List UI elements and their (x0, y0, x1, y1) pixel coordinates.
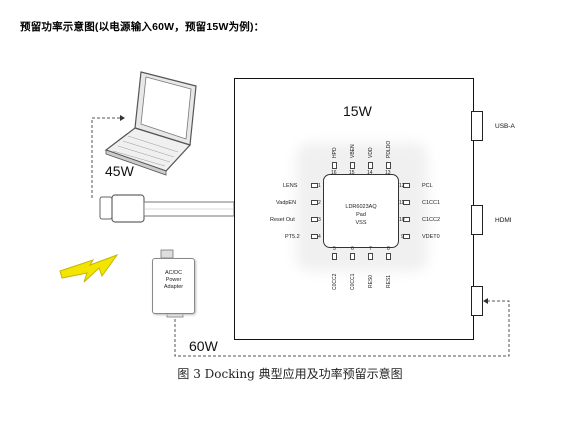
pin-label: VDET0 (422, 234, 440, 240)
pin-label: C1CC2 (422, 217, 441, 223)
chip-pin (368, 162, 373, 169)
pin-number: 8 (387, 246, 390, 252)
dock-power-label: 15W (343, 103, 372, 119)
chip-vss: VSS (355, 220, 367, 226)
pin-number: 6 (351, 246, 354, 252)
chip-pin (311, 234, 318, 239)
pin-label: VDD (368, 147, 374, 158)
chip-pin (368, 253, 373, 260)
pin-label: C1CC1 (422, 200, 441, 206)
pin-number: 14 (367, 170, 373, 176)
adapter-label-line1: AC/DC (164, 270, 183, 276)
pin-number: 1 (318, 183, 321, 189)
pin-number: 4 (318, 234, 321, 240)
chip-pin (311, 200, 318, 205)
pin-number: 7 (369, 246, 372, 252)
adapter-signal-line (174, 300, 510, 357)
adapter-label-line3: Adapter (163, 284, 184, 290)
chip-pin (403, 200, 410, 205)
chip-pin (386, 162, 391, 169)
chip-pin (350, 162, 355, 169)
pin-number: 3 (318, 217, 321, 223)
adapter-label-line2: Power (165, 277, 182, 283)
lightning-bolt-icon (59, 253, 119, 283)
chip-pin (332, 253, 337, 260)
chip-pin (403, 183, 410, 188)
chip-pin (403, 234, 410, 239)
chip-pin (311, 183, 318, 188)
pin-number: 5 (333, 246, 336, 252)
adapter-power-label: 60W (189, 338, 218, 354)
pin-number: 12 (399, 183, 405, 189)
pin-number: 10 (399, 217, 405, 223)
usb-a-label: USB-A (495, 123, 515, 130)
pin-number: 13 (385, 170, 391, 176)
pin-label: HPD (332, 147, 338, 158)
pin-label: VadpEN (276, 200, 297, 206)
arrow-laptop (120, 115, 125, 121)
pin-label: RES0 (368, 274, 374, 288)
laptop-power-label: 45W (105, 163, 134, 179)
pin-label: VBEN (350, 144, 356, 158)
pin-label: C0CC1 (350, 273, 356, 290)
laptop-icon (104, 71, 197, 176)
figure-heading: 预留功率示意图(以电源输入60W，预留15W为例)： (20, 21, 265, 33)
arrow-right-connector-3 (483, 298, 488, 304)
chip-pin (403, 217, 410, 222)
pin-label: RES1 (386, 274, 392, 288)
pin-number: 9 (401, 234, 404, 240)
pin-label: PDLDO (386, 140, 392, 158)
pin-number: 16 (331, 170, 337, 176)
usb-a-port (471, 111, 483, 141)
pin-number: 15 (349, 170, 355, 176)
pin-label: LENS (283, 183, 298, 189)
hdmi-port (471, 205, 483, 235)
pin-number: 11 (399, 200, 405, 206)
chip-pin (386, 253, 391, 260)
pin-label: Reset Out (270, 217, 295, 223)
chip-name: LDR6023AQ (345, 204, 377, 210)
chip-pad: Pad (356, 212, 366, 218)
chip-pin (350, 253, 355, 260)
pin-label: C0CC2 (332, 273, 338, 290)
pin-number: 2 (318, 200, 321, 206)
chip-body (323, 174, 399, 248)
power-adapter (152, 258, 195, 314)
laptop-signal-line (91, 117, 120, 198)
type-c-port (471, 286, 483, 316)
hdmi-label: HDMI (495, 217, 512, 224)
usb-cable (99, 194, 235, 223)
chip-pin (311, 217, 318, 222)
pin-label: PT5.2 (285, 234, 300, 240)
pin-label: PCL (422, 183, 433, 189)
figure-caption: 图 3 Docking 典型应用及功率预留示意图 (177, 367, 403, 381)
chip-pin (332, 162, 337, 169)
